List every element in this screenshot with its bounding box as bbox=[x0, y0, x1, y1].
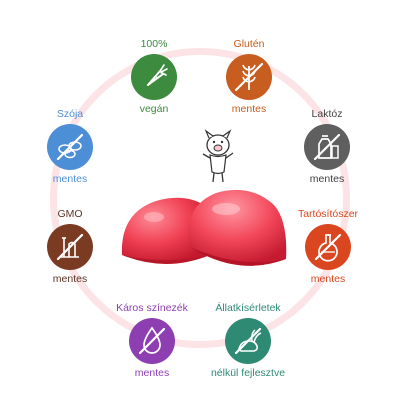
badge-gluten-top-label: Glutén bbox=[233, 38, 265, 50]
badge-allatkiserlet-bottom-label: nélkül fejlesztve bbox=[210, 367, 286, 379]
badge-gmo-bottom-label: mentes bbox=[52, 273, 88, 285]
pig-mascot-icon bbox=[197, 128, 239, 184]
badge-gluten-bottom-label: mentes bbox=[231, 103, 267, 115]
badge-karos-szinezek-top-label: Káros színezék bbox=[116, 302, 188, 314]
soybean-icon bbox=[47, 124, 93, 170]
badge-laktoz-bottom-label: mentes bbox=[309, 173, 345, 185]
badge-karos-szinezek: Káros színezék mentes bbox=[97, 302, 207, 380]
droplet-icon bbox=[129, 318, 175, 364]
badge-vegan: 100% vegán bbox=[99, 38, 209, 116]
badge-gluten: Glutén mentes bbox=[194, 38, 304, 116]
badge-gmo-top-label: GMO bbox=[57, 208, 83, 220]
milk-icon bbox=[304, 124, 350, 170]
rabbit-icon bbox=[225, 318, 271, 364]
test-tube-icon bbox=[47, 224, 93, 270]
badge-szoja: Szója mentes bbox=[15, 108, 125, 186]
badge-karos-szinezek-bottom-label: mentes bbox=[134, 367, 170, 379]
badge-laktoz: Laktóz mentes bbox=[272, 108, 382, 186]
badge-szoja-bottom-label: mentes bbox=[52, 173, 88, 185]
badge-laktoz-top-label: Laktóz bbox=[311, 108, 343, 120]
badge-tartositoszer-bottom-label: mentes bbox=[310, 273, 346, 285]
badge-vegan-top-label: 100% bbox=[140, 38, 168, 50]
badge-tartositoszer-top-label: Tartósítószer bbox=[297, 208, 359, 220]
pink-ring bbox=[50, 48, 350, 348]
carrot-icon bbox=[131, 54, 177, 100]
flask-icon bbox=[305, 224, 351, 270]
badge-allatkiserlet: Állatkísérletek nélkül fejlesztve bbox=[193, 302, 303, 380]
badge-allatkiserlet-top-label: Állatkísérletek bbox=[215, 302, 281, 314]
gummy-product-image bbox=[118, 185, 293, 280]
badge-szoja-top-label: Szója bbox=[56, 108, 84, 120]
wheat-icon bbox=[226, 54, 272, 100]
badge-vegan-bottom-label: vegán bbox=[139, 103, 169, 115]
badge-gmo: GMO mentes bbox=[15, 208, 125, 286]
badge-tartositoszer: Tartósítószer mentes bbox=[273, 208, 383, 286]
